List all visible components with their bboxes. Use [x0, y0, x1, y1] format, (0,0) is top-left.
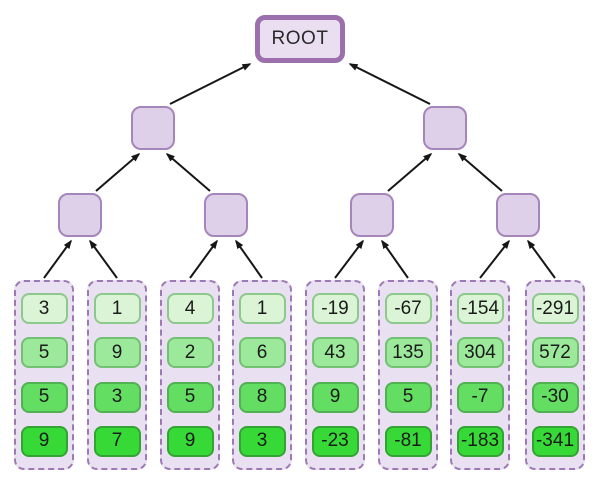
leaf-cell: 1 — [93, 293, 141, 324]
leaf-column-1: 3 5 5 9 — [14, 280, 74, 470]
leaf-cell: 3 — [238, 425, 286, 457]
edge — [43, 239, 72, 279]
leaf-cell: 7 — [93, 425, 141, 457]
leaf-cell: -30 — [531, 381, 579, 413]
edge — [381, 239, 409, 279]
leaf-cell: -81 — [384, 425, 432, 457]
edge — [457, 153, 503, 192]
leaf-cell: 8 — [238, 381, 286, 413]
internal-node-level2-left — [131, 106, 175, 150]
internal-node-level3-2 — [204, 193, 248, 237]
leaf-cell: 43 — [311, 337, 359, 369]
leaf-cell: 3 — [20, 293, 68, 324]
edge — [89, 239, 118, 279]
leaf-cell: 2 — [166, 337, 214, 369]
leaf-column-5: -19 43 9 -23 — [305, 280, 365, 470]
leaf-cell: -67 — [384, 293, 432, 324]
leaf-cell: -154 — [456, 293, 504, 324]
internal-node-level2-right — [423, 106, 467, 150]
leaf-cell: 304 — [456, 337, 504, 369]
internal-node-level3-1 — [58, 193, 102, 237]
leaf-cell: 9 — [166, 425, 214, 457]
edge — [387, 153, 433, 192]
edge — [479, 239, 510, 279]
leaf-cell: 3 — [93, 381, 141, 413]
leaf-cell: 5 — [384, 381, 432, 413]
leaf-column-8: -291 572 -30 -341 — [525, 280, 585, 470]
leaf-cell: 9 — [93, 337, 141, 369]
internal-node-level3-3 — [350, 193, 394, 237]
leaf-cell: -183 — [456, 425, 504, 457]
leaf-cell: 9 — [20, 425, 68, 457]
leaf-cell: 135 — [384, 337, 432, 369]
leaf-cell: -23 — [311, 425, 359, 457]
edge — [527, 239, 556, 279]
leaf-cell: 1 — [238, 293, 286, 324]
leaf-cell: 5 — [166, 381, 214, 413]
leaf-cell: 5 — [20, 337, 68, 369]
leaf-column-4: 1 6 8 3 — [232, 280, 292, 470]
internal-node-level3-4 — [496, 193, 540, 237]
edge — [334, 239, 364, 279]
leaf-cell: 5 — [20, 381, 68, 413]
edge — [95, 153, 141, 192]
edge — [169, 63, 252, 105]
edge — [235, 239, 263, 279]
edge — [348, 63, 431, 105]
edge — [165, 153, 211, 192]
leaf-cell: 572 — [531, 337, 579, 369]
leaf-cell: -291 — [531, 293, 579, 324]
root-label: ROOT — [271, 28, 329, 49]
leaf-cell: 9 — [311, 381, 359, 413]
leaf-cell: -19 — [311, 293, 359, 324]
edge — [189, 239, 218, 279]
leaf-column-2: 1 9 3 7 — [87, 280, 147, 470]
leaf-column-7: -154 304 -7 -183 — [450, 280, 510, 470]
leaf-cell: 6 — [238, 337, 286, 369]
leaf-cell: -341 — [531, 425, 579, 457]
leaf-column-6: -67 135 5 -81 — [378, 280, 438, 470]
root-node: ROOT — [255, 15, 345, 63]
leaf-cell: 4 — [166, 293, 214, 324]
leaf-column-3: 4 2 5 9 — [160, 280, 220, 470]
leaf-cell: -7 — [456, 381, 504, 413]
